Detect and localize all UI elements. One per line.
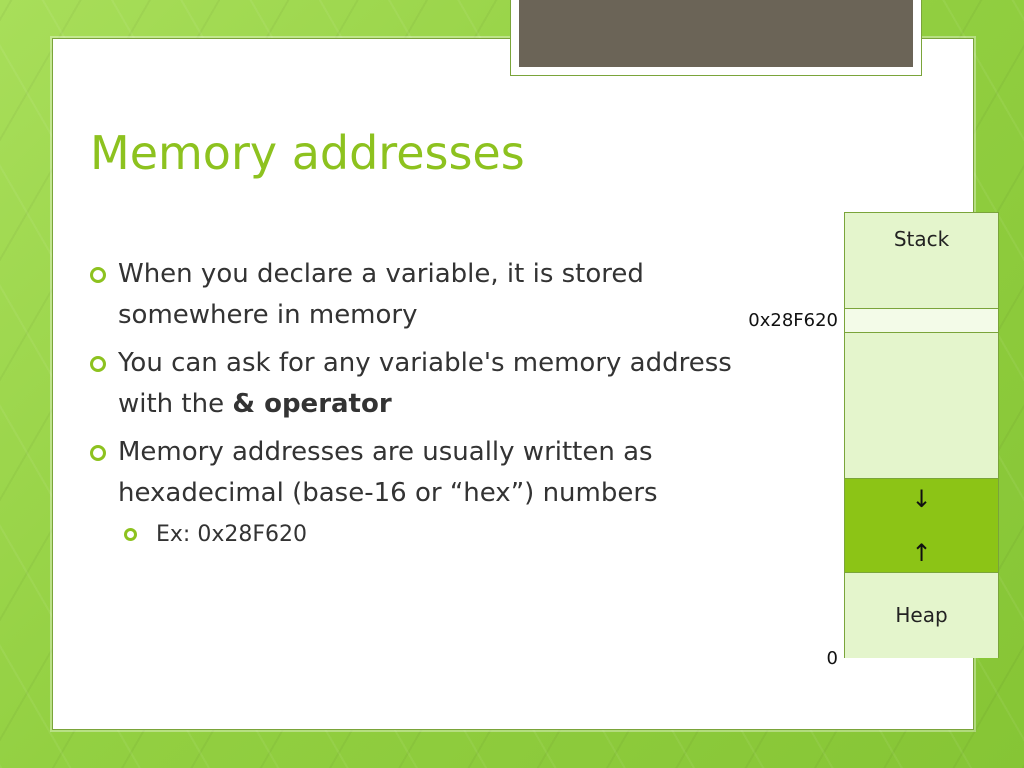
header-tab xyxy=(510,0,922,76)
slide-title: Memory addresses xyxy=(90,126,525,180)
bullet-item: You can ask for any variable's memory ad… xyxy=(90,343,740,425)
stack-region: Stack xyxy=(845,213,998,309)
bullet-item: When you declare a variable, it is store… xyxy=(90,254,740,336)
arrow-down-icon: ↓ xyxy=(911,485,932,513)
address-label-zero: 0 xyxy=(826,648,838,669)
operator-text: & operator xyxy=(232,389,392,419)
bullet-text: Memory addresses are usually written as … xyxy=(118,437,658,508)
ring-bullet-icon xyxy=(90,445,106,461)
bullet-text: When you declare a variable, it is store… xyxy=(118,259,644,330)
heap-region: Heap xyxy=(845,573,998,658)
ring-bullet-icon xyxy=(90,356,106,372)
memory-diagram: Stack ↓ ↑ Heap xyxy=(844,212,999,658)
stack-label: Stack xyxy=(893,227,950,251)
heap-label: Heap xyxy=(895,603,948,627)
bullet-item: Memory addresses are usually written as … xyxy=(90,432,740,514)
slide-panel xyxy=(52,38,974,730)
arrow-up-icon: ↑ xyxy=(911,539,932,567)
free-region xyxy=(845,333,998,479)
bullet-list: When you declare a variable, it is store… xyxy=(90,254,740,551)
sub-bullet-text: Ex: 0x28F620 xyxy=(156,522,307,547)
ring-bullet-icon xyxy=(90,267,106,283)
growth-region: ↓ ↑ xyxy=(845,479,998,573)
sub-bullet-item: Ex: 0x28F620 xyxy=(124,519,740,551)
address-label-top: 0x28F620 xyxy=(748,310,838,331)
bullet-text: You can ask for any variable's memory ad… xyxy=(118,348,732,419)
header-bar xyxy=(519,0,913,67)
ring-bullet-icon xyxy=(124,528,137,541)
variable-cell xyxy=(845,309,998,333)
